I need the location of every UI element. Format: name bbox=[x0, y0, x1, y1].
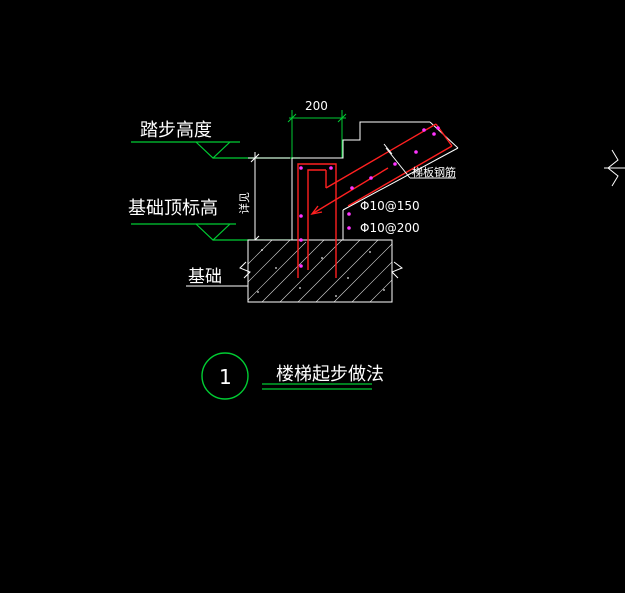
detail-title: 楼梯起步做法 bbox=[276, 364, 384, 385]
rebar-callout-1: Φ10@150 bbox=[360, 199, 420, 213]
vertical-dimension bbox=[248, 152, 290, 246]
foundation-top-label: 基础顶标高 bbox=[128, 198, 218, 219]
rebars bbox=[297, 123, 453, 278]
edge-break-symbol bbox=[604, 149, 625, 187]
vertical-dimension-label: 详见 bbox=[237, 192, 251, 214]
concrete-outline bbox=[291, 121, 459, 240]
slab-rebar-label: 梯板钢筋 bbox=[412, 165, 456, 179]
detail-number-circle bbox=[201, 352, 249, 400]
foundation-label: 基础 bbox=[188, 267, 222, 287]
detail-number: 1 bbox=[219, 365, 232, 389]
foundation-block bbox=[239, 239, 404, 303]
rebar-dots bbox=[299, 126, 440, 268]
rebar-callout-2: Φ10@200 bbox=[360, 221, 420, 235]
step-height-level-marker bbox=[131, 141, 300, 159]
detail-title-underline bbox=[262, 383, 372, 390]
width-dimension bbox=[287, 110, 347, 158]
foundation-top-level-marker bbox=[131, 223, 300, 241]
step-height-label: 踏步高度 bbox=[140, 120, 212, 141]
width-dimension-label: 200 bbox=[305, 99, 328, 113]
slab-rebar-leader bbox=[383, 143, 456, 179]
